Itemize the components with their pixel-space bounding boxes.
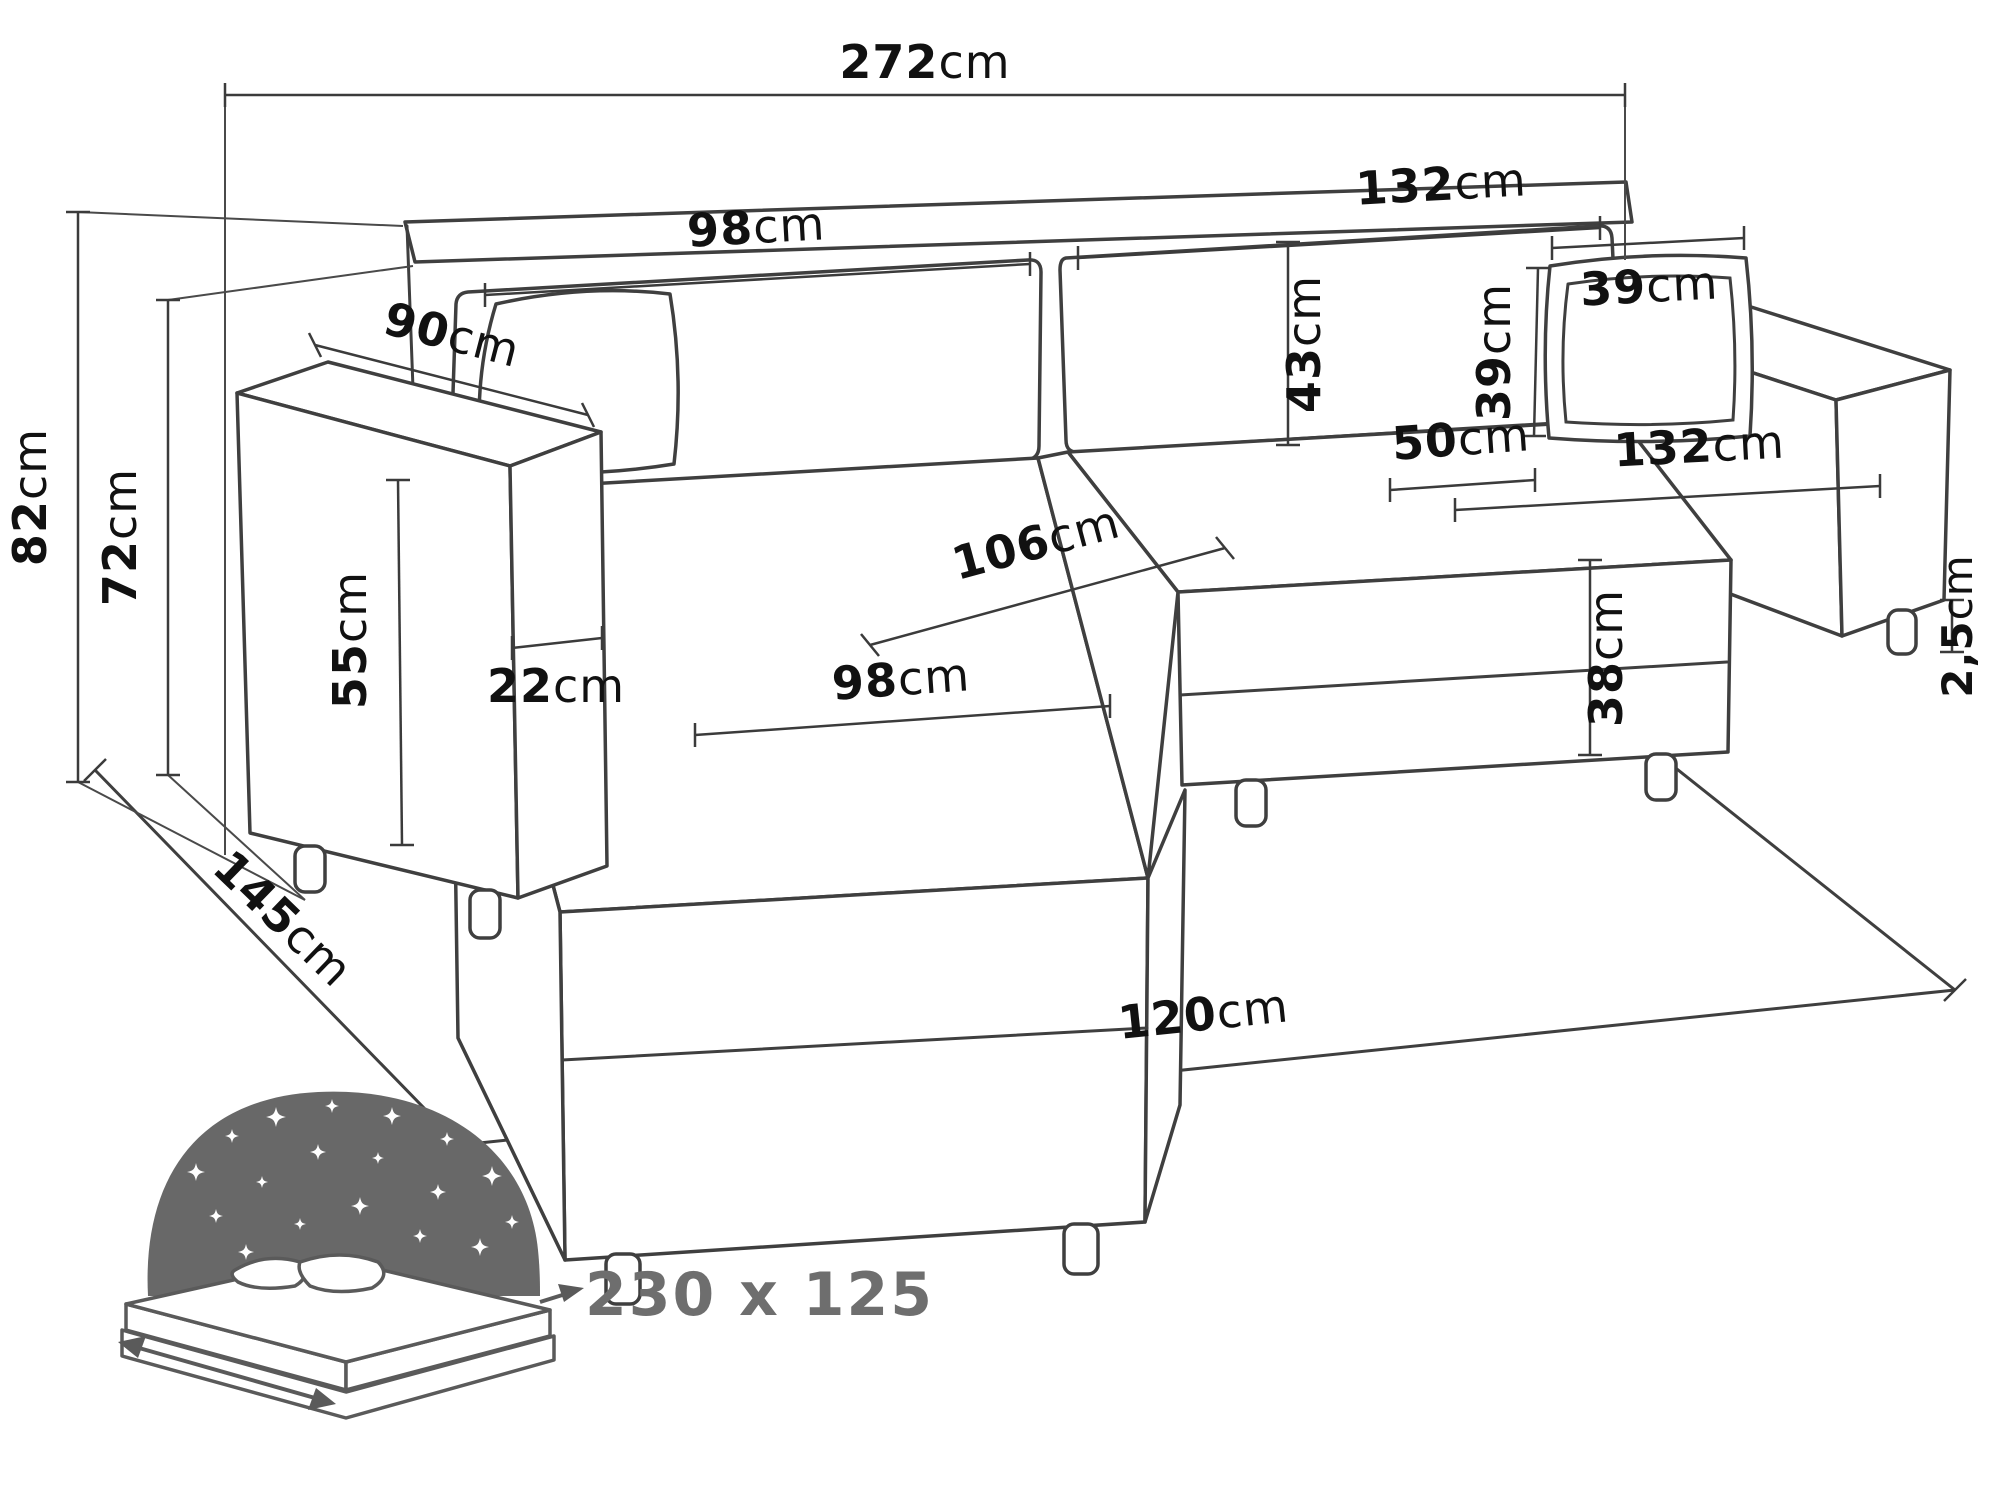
- dim-132-seat-right: 132cm: [1453, 415, 1882, 522]
- chaise-section: [448, 450, 1187, 1262]
- sleeping-area-label: 230 x 125: [585, 1260, 934, 1330]
- floor-depth-label: 145cm: [203, 840, 364, 998]
- armrest-left: [235, 360, 609, 900]
- night-sky-shape: [147, 1091, 540, 1296]
- sofa-bed-stars-icon: 230 x 125: [118, 1091, 934, 1420]
- dim-43-back-cushion-height: 43cm: [1276, 240, 1331, 447]
- dim-55-armrest-height: 55cm: [323, 478, 414, 847]
- floor-width-label: 120cm: [1115, 978, 1291, 1050]
- seat-right-width-label: 132cm: [1612, 415, 1786, 478]
- dim-98-chaise: 98cm: [693, 647, 1112, 747]
- dim-72-back-height: 72cm: [93, 265, 414, 901]
- seat-front-height-label: 38cm: [1579, 589, 1633, 727]
- dim-272-total-width: 272cm: [223, 35, 1627, 855]
- total-height-label: 82cm: [3, 428, 57, 566]
- back-cushion-width-label: 98cm: [686, 196, 827, 258]
- dim-98-back-cushion: 98cm: [483, 196, 1032, 307]
- dim-145-floor-depth: 145cm: [203, 840, 364, 998]
- sofa-legs: [293, 608, 1918, 1306]
- pillow-icon: [230, 1256, 307, 1290]
- back-cushion-height-label: 43cm: [1277, 275, 1331, 413]
- total-width-label: 272cm: [839, 35, 1010, 89]
- back-rail: [403, 180, 1634, 264]
- pillow-right: [1543, 253, 1754, 444]
- pillow-width-label: 39cm: [1579, 255, 1720, 316]
- chaise-width-label: 98cm: [830, 647, 972, 711]
- mattress: [120, 1253, 556, 1420]
- dim-132-back-right: 132cm: [1076, 152, 1602, 270]
- seat-right: [1066, 418, 1733, 787]
- leg-height-label: 2,5cm: [1933, 554, 1982, 697]
- pillow-height-label: 39cm: [1467, 283, 1521, 421]
- dim-22-armrest-width: 22cm: [487, 626, 625, 713]
- armrest-height-label: 55cm: [323, 571, 377, 709]
- dim-38-seat-height: 38cm: [1578, 558, 1633, 757]
- dim-39-pillow-width: 39cm: [1550, 226, 1746, 317]
- fold-out-arrows: [118, 1284, 584, 1410]
- back-right-width-label: 132cm: [1354, 152, 1528, 215]
- sofa-drawing: [235, 180, 1952, 1306]
- armrest-width-label: 22cm: [487, 659, 625, 713]
- back-height-label: 72cm: [93, 468, 147, 606]
- seat-depth-label: 50cm: [1390, 407, 1532, 471]
- dim-50-seat-depth: 50cm: [1388, 407, 1537, 502]
- pillow-icon: [297, 1253, 386, 1294]
- dim-2-5-leg-height: 2,5cm: [1933, 554, 1982, 697]
- dim-82-height: 82cm: [3, 210, 404, 901]
- dim-120-floor-width: 120cm: [1115, 978, 1291, 1050]
- dim-39-pillow-height: 39cm: [1467, 266, 1550, 438]
